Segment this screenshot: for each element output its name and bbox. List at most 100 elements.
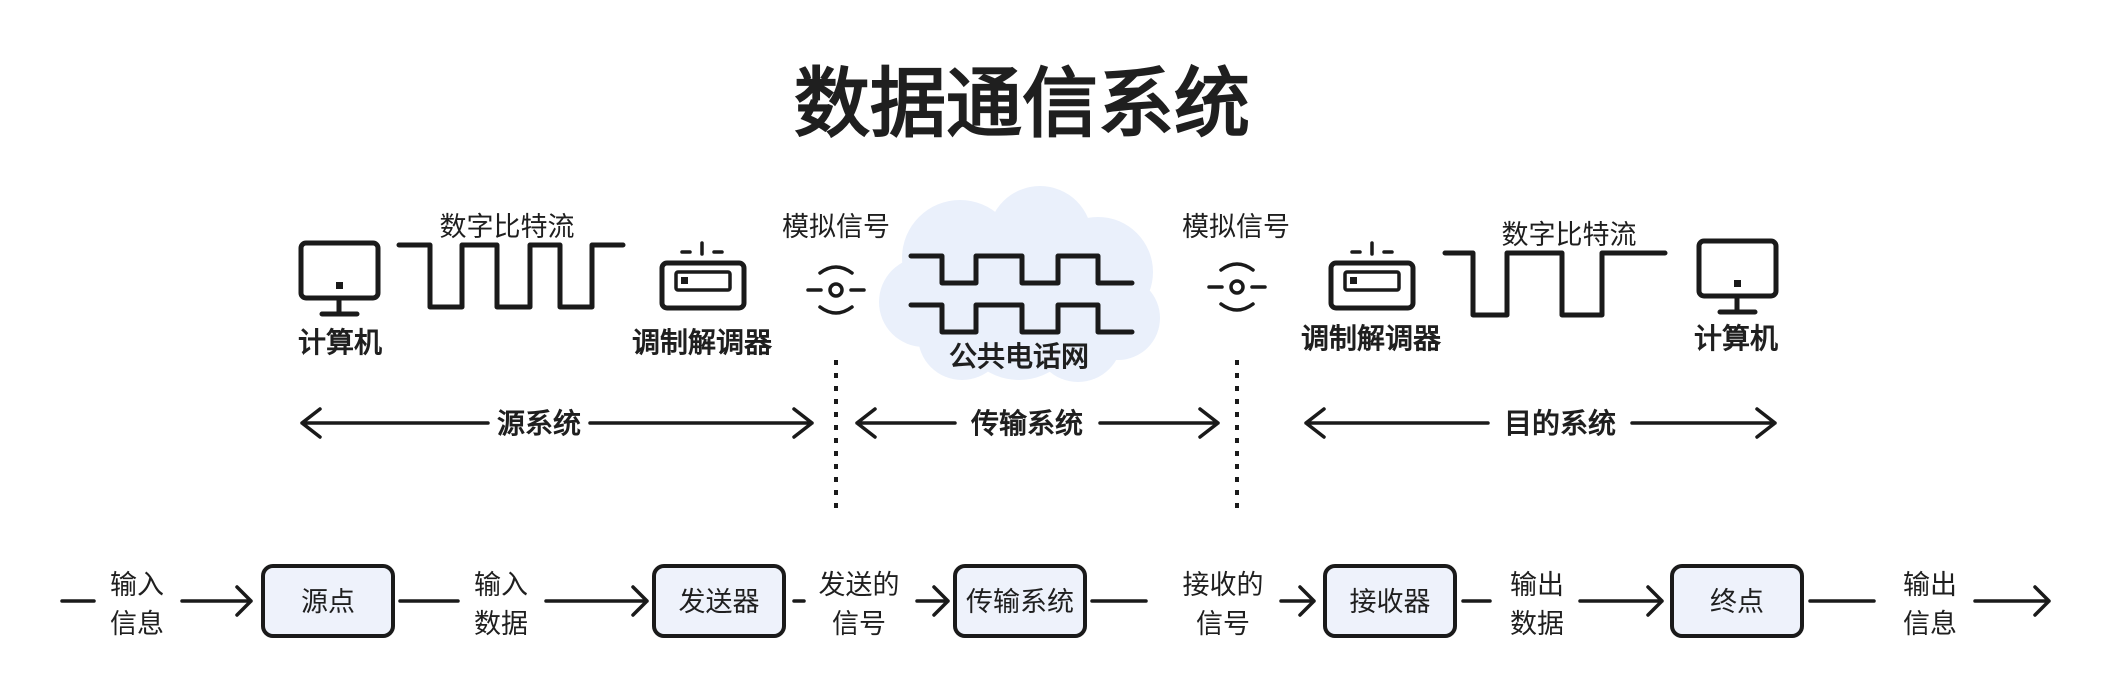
span-arrow-left [855,407,957,439]
source-computer-label: 计算机 [298,326,382,358]
flow-label-line: 信号 [1196,609,1250,639]
flow-node-receiver: 接收器 [1323,564,1457,638]
flow-label-line: 信息 [110,609,164,639]
flow-label-line: 接收的 [1183,570,1264,600]
flow-node-box [1670,564,1804,638]
flow-label-line: 数据 [1510,609,1564,639]
flow-node-label: 传输系统 [966,587,1074,617]
span-arrow-right [1630,407,1777,439]
flow-row: 输入 信息 源点 输入 数据 发送器 发送的 信号 传输系统 [60,564,2051,639]
signal-icon [806,265,866,315]
modem-icon [659,241,747,311]
flow-label-line: 信号 [832,609,886,639]
monitor-screen [1696,238,1779,299]
flow-label-line: 输入 [110,570,164,600]
flow-node-box [953,564,1087,638]
flow-arrow [1973,585,2051,617]
network-label: 公共电话网 [949,341,1089,372]
modem-icon [1328,241,1416,311]
analog-signal-left-label: 模拟信号 [782,212,890,242]
cloud-icon [879,186,1160,382]
flow-label: 输出 信息 [1903,570,1957,639]
modem-body [1328,260,1416,311]
public-telephone-network: 公共电话网 [879,186,1160,382]
source-system-span: 源系统 [300,407,814,439]
square-wave-icon [908,302,1135,335]
flow-arrow [180,585,253,617]
flow-label: 输入 信息 [110,570,164,639]
span-arrow-right [1098,407,1220,439]
flow-label: 接收的 信号 [1183,570,1264,639]
page-title: 数据通信系统 [794,62,1250,147]
monitor-stand [319,295,360,317]
analog-signal-left: 模拟信号 [782,212,890,315]
flow-node-box [261,564,395,638]
square-wave-icon [908,253,1135,286]
flow-node-destination: 终点 [1670,564,1804,638]
signal-arcs [806,265,866,315]
flow-label-line: 数据 [474,609,528,639]
monitor-dot [336,282,343,289]
destination-system-span: 目的系统 [1304,407,1777,439]
signal-center [828,282,844,298]
monitor-screen [298,240,381,301]
modem-indicator [681,277,688,284]
signal-arcs [1207,262,1267,312]
source-system-label: 源系统 [497,407,581,439]
analog-signal-right: 模拟信号 [1182,212,1290,312]
flow-label-line: 输出 [1903,570,1957,600]
square-wave-icon [396,242,626,310]
flow-arrow [915,585,950,617]
flow-arrow [1279,585,1316,617]
source-modem-label: 调制解调器 [632,327,773,358]
flow-label-line: 发送的 [819,570,900,600]
dest-modem: 调制解调器 [1301,241,1442,354]
dest-bitstream-label: 数字比特流 [1502,220,1637,250]
flow-arrow [1578,585,1664,617]
square-wave-icon [1442,250,1668,318]
span-arrow-left [1304,407,1490,439]
flow-node-box [652,564,786,638]
signal-icon [1207,262,1267,312]
computer-icon [1696,238,1779,315]
transmission-system-span: 传输系统 [855,407,1220,439]
monitor-stand [1717,293,1758,315]
span-arrow-right [588,407,814,439]
flow-label: 发送的 信号 [819,570,900,639]
flow-node-label: 终点 [1710,587,1764,617]
flow-label-line: 信息 [1903,609,1957,639]
flow-node-box [1323,564,1457,638]
modem-display [674,270,732,292]
source-modem: 调制解调器 [632,241,773,358]
flow-label-line: 输入 [474,570,528,600]
dest-computer: 计算机 [1694,238,1779,354]
flow-node-source: 源点 [261,564,395,638]
dest-computer-label: 计算机 [1694,322,1778,354]
analog-signal-right-label: 模拟信号 [1182,212,1290,242]
computer-icon [298,240,381,317]
flow-node-label: 发送器 [679,587,760,617]
dest-bitstream: 数字比特流 [1442,220,1668,318]
dest-modem-label: 调制解调器 [1301,323,1442,354]
modem-body [659,260,747,311]
flow-node-label: 接收器 [1350,587,1431,617]
source-bitstream: 数字比特流 [396,212,626,310]
modem-indicator [1350,277,1357,284]
modem-antenna [680,241,724,256]
flow-label: 输出 数据 [1510,570,1564,639]
modem-antenna [1350,241,1394,256]
source-bitstream-label: 数字比特流 [440,212,575,242]
flow-label-line: 输出 [1510,570,1564,600]
destination-system-label: 目的系统 [1504,407,1616,439]
modem-display [1343,270,1401,292]
flow-node-transmitter: 发送器 [652,564,786,638]
flow-node-label: 源点 [301,587,355,617]
monitor-dot [1734,280,1741,287]
transmission-system-label: 传输系统 [970,407,1083,439]
source-computer: 计算机 [298,240,382,358]
flow-node-transmission: 传输系统 [953,564,1087,638]
flow-label: 输入 数据 [474,570,528,639]
signal-center [1229,279,1245,295]
flow-arrow [544,585,649,617]
